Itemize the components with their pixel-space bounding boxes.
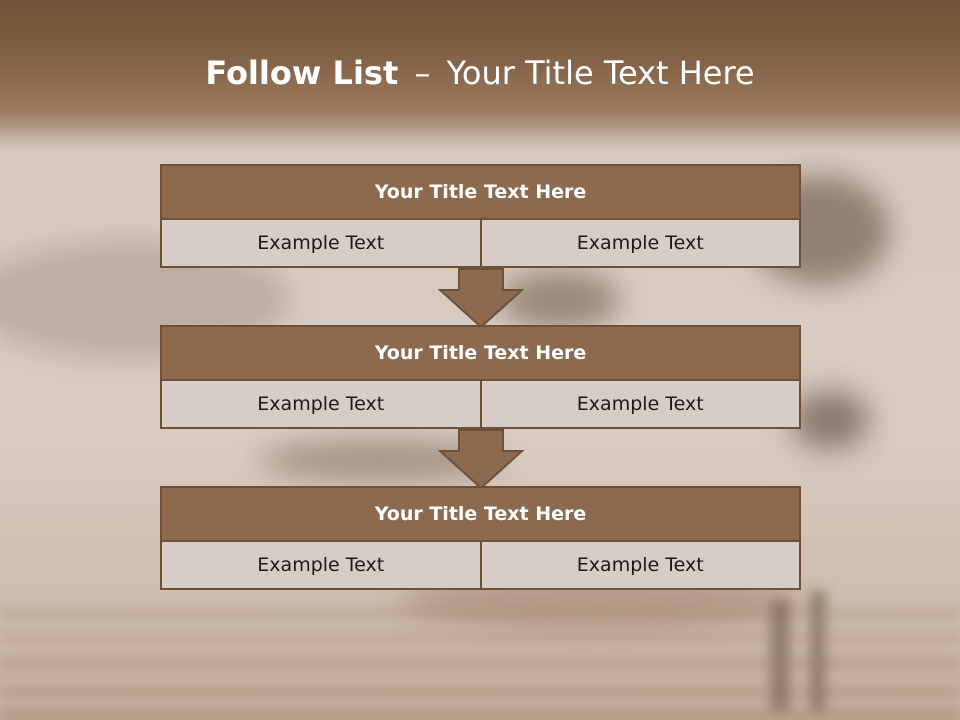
title-separator: – [414,54,431,92]
block-title: Your Title Text Here [160,325,801,381]
block-title: Your Title Text Here [160,164,801,220]
block-title: Your Title Text Here [160,486,801,542]
block-row: Example Text Example Text [160,218,801,268]
down-arrow-icon [438,429,524,489]
down-arrow-icon [438,268,524,328]
block-cell-left: Example Text [160,218,482,268]
block-cell-right: Example Text [479,379,801,429]
block-row: Example Text Example Text [160,540,801,590]
list-block-3: Your Title Text Here Example Text Exampl… [160,486,801,590]
block-row: Example Text Example Text [160,379,801,429]
slide-title: Follow List – Your Title Text Here [0,54,960,92]
block-cell-right: Example Text [479,540,801,590]
title-band [0,0,960,150]
list-block-2: Your Title Text Here Example Text Exampl… [160,325,801,429]
list-block-1: Your Title Text Here Example Text Exampl… [160,164,801,268]
block-cell-right: Example Text [479,218,801,268]
title-rest: Your Title Text Here [446,54,755,92]
block-cell-left: Example Text [160,379,482,429]
block-cell-left: Example Text [160,540,482,590]
title-bold: Follow List [205,54,399,92]
